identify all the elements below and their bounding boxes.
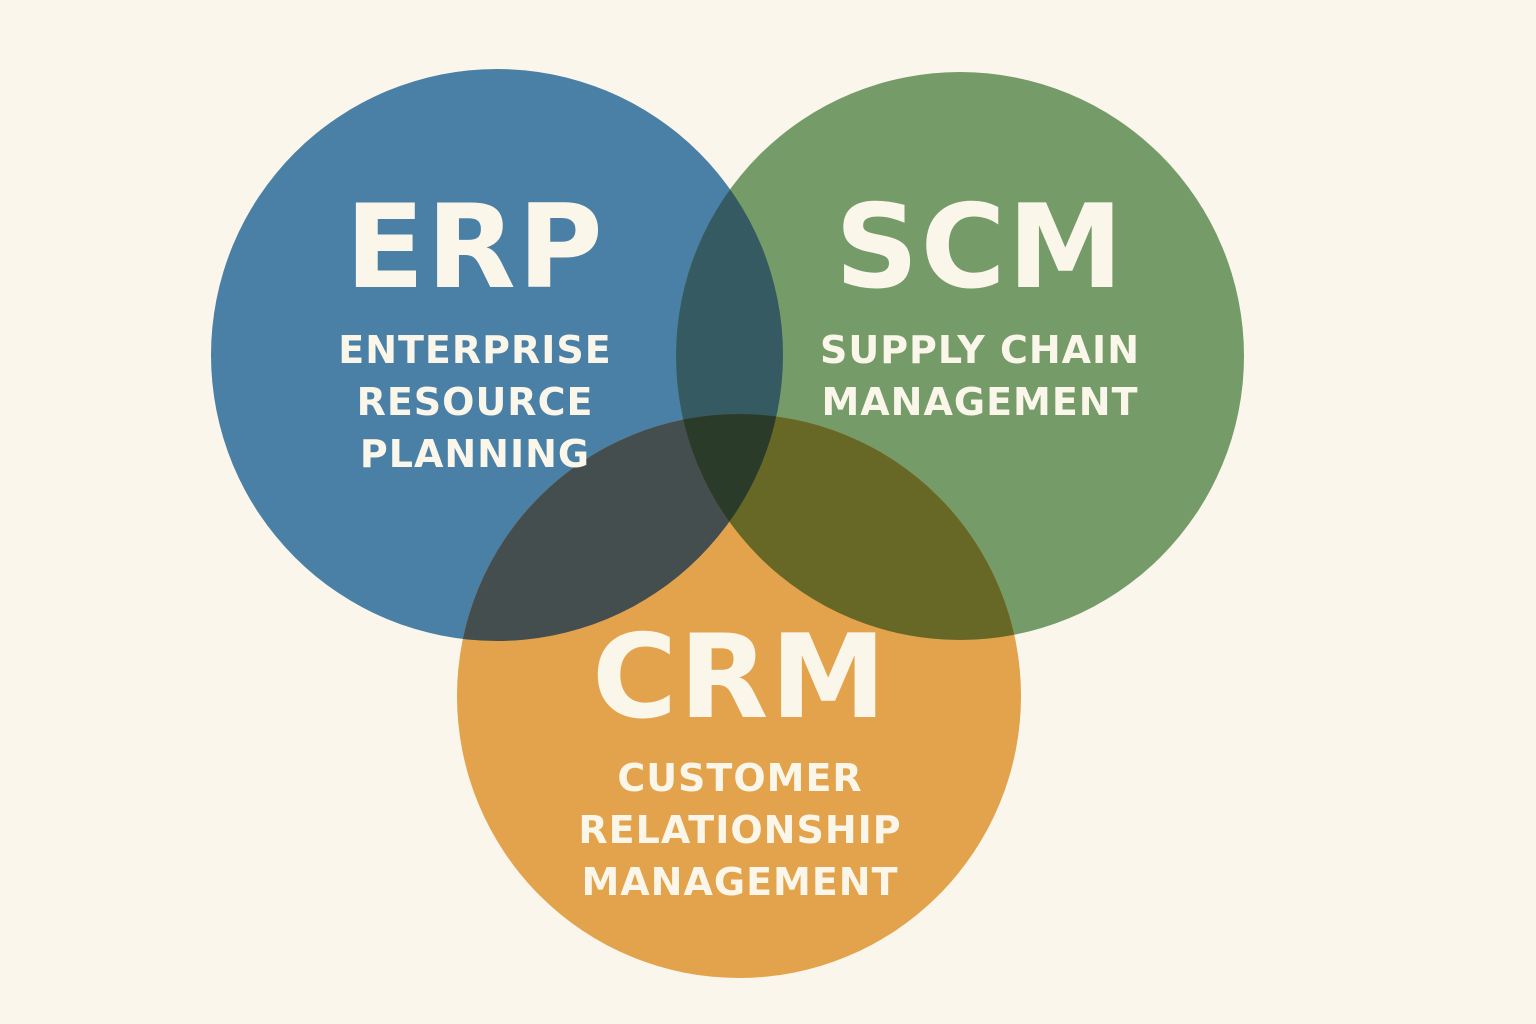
crm-full-name: CUSTOMER RELATIONSHIP MANAGEMENT [578, 756, 902, 904]
erp-abbreviation: ERP [345, 180, 605, 315]
crm-abbreviation: CRM [592, 610, 888, 745]
scm-label: SCM SUPPLY CHAIN MANAGEMENT [780, 190, 1180, 428]
erp-label: ERP ENTERPRISE RESOURCE PLANNING [275, 190, 675, 480]
scm-full-name: SUPPLY CHAIN MANAGEMENT [819, 328, 1140, 424]
scm-abbreviation: SCM [834, 180, 1126, 315]
erp-full-name: ENTERPRISE RESOURCE PLANNING [338, 328, 612, 476]
erp-crm-overlap [457, 414, 783, 641]
scm-crm-overlap [676, 414, 1021, 640]
crm-label: CRM CUSTOMER RELATIONSHIP MANAGEMENT [540, 620, 940, 908]
